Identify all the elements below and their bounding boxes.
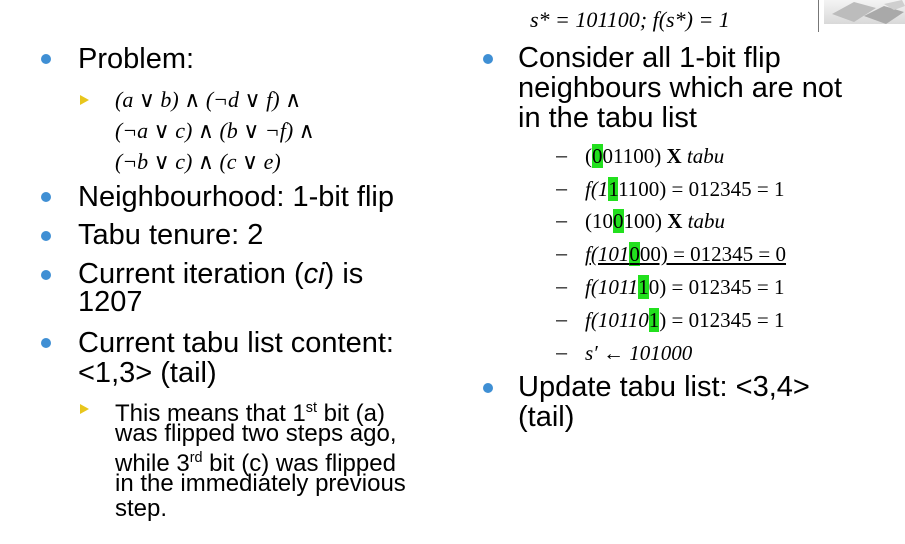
explain-line-1: This means that 1st bit (a) (115, 396, 385, 426)
dash-icon: – (556, 243, 568, 265)
arrow-bullet-icon (80, 95, 89, 105)
flipped-bit: 1 (648, 308, 660, 332)
row-part: 100) (623, 209, 668, 233)
update-line-2: (tail) (518, 401, 575, 433)
bullet-icon (41, 338, 51, 348)
bullet-icon (41, 192, 51, 202)
bullet-icon (41, 270, 51, 280)
row-part: 00) = 012345 = 0 (639, 242, 787, 266)
row-part: 0) = 012345 = 1 (648, 275, 785, 299)
tabu-list-label: Current tabu list content: (78, 327, 394, 359)
slide-thumbnail-image (824, 0, 905, 24)
flipped-bit: 0 (629, 242, 640, 266)
top-formula-pre: s* = 101100; (530, 7, 653, 32)
candidate-row-6: f(101101) = 012345 = 1 (585, 308, 784, 333)
candidate-row-3: (100100) X tabu (585, 209, 725, 234)
row-part: ( (585, 144, 592, 168)
iteration-post: ) is (324, 258, 364, 290)
consider-line-3: in the tabu list (518, 102, 697, 134)
row-part: ) = 012345 = 1 (659, 308, 785, 332)
neighbourhood-text: Neighbourhood: 1-bit flip (78, 181, 394, 213)
row-part: (10 (585, 209, 613, 233)
row-part: s′ ← 101000 (585, 341, 693, 365)
divider-line (818, 0, 819, 32)
row-part: 1100) = 012345 = 1 (618, 177, 785, 201)
bullet-icon (41, 231, 51, 241)
candidate-row-5: f(101110) = 012345 = 1 (585, 275, 784, 300)
flipped-bit: 0 (613, 209, 624, 233)
row-part: f(1 (585, 177, 609, 201)
explain-1b: bit (a) (316, 400, 385, 427)
candidate-row-2: f(111100) = 012345 = 1 (585, 177, 784, 202)
explain-line-4: in the immediately previous (115, 470, 406, 497)
explain-1sup: st (305, 400, 317, 416)
iteration-text: Current iteration (ci) is (78, 259, 363, 289)
problem-line-3: (¬b ∨ c) ∧ (c ∨ e) (115, 149, 281, 174)
row-part: f(1011 (585, 275, 639, 299)
update-line-1: Update tabu list: <3,4> (518, 371, 810, 403)
tabu-mark: X (667, 209, 688, 233)
dash-icon: – (556, 178, 568, 200)
problem-label: Problem: (78, 43, 195, 75)
dash-icon: – (556, 309, 568, 331)
dash-icon: – (556, 210, 568, 232)
row-part: 01100) (602, 144, 667, 168)
problem-line-1: (a ∨ b) ∧ (¬d ∨ f) ∧ (115, 87, 302, 112)
candidate-row-4: f(101000) = 012345 = 0 (585, 242, 786, 267)
iteration-pre: Current iteration ( (78, 258, 304, 290)
flipped-bit: 1 (608, 177, 619, 201)
bullet-icon (483, 54, 493, 64)
flipped-bit: 0 (592, 144, 603, 168)
explain-3sup: rd (189, 450, 203, 466)
tabu-mark: X (666, 144, 687, 168)
tabu-list-value: <1,3> (tail) (78, 357, 217, 389)
problem-line-2: (¬a ∨ c) ∧ (b ∨ ¬f) ∧ (115, 118, 315, 143)
top-formula-rest: (s*) = 1 (658, 7, 730, 32)
explain-line-5: step. (115, 495, 168, 522)
top-formula: s* = 101100; f(s*) = 1 (530, 4, 730, 35)
explain-3a: while 3 (115, 450, 190, 477)
flipped-bit: 1 (638, 275, 649, 299)
explain-1a: This means that 1 (115, 400, 306, 427)
consider-line-2: neighbours which are not (518, 72, 843, 104)
dash-icon: – (556, 342, 568, 364)
top-formula-f: f (652, 7, 659, 32)
tenure-text: Tabu tenure: 2 (78, 219, 264, 251)
iteration-abbr: ci (303, 258, 325, 290)
assignment-row: s′ ← 101000 (585, 341, 692, 366)
row-part: f(101 (585, 242, 630, 266)
dash-icon: – (556, 145, 568, 167)
tabu-word: tabu (686, 144, 725, 168)
consider-line-1: Consider all 1-bit flip (518, 42, 781, 74)
arrow-bullet-icon (80, 404, 89, 414)
dash-icon: – (556, 276, 568, 298)
tabu-word: tabu (687, 209, 726, 233)
row-part: f(10110 (585, 308, 649, 332)
bullet-icon (483, 383, 493, 393)
explain-line-2: was flipped two steps ago, (115, 420, 397, 447)
iteration-value: 1207 (78, 286, 143, 318)
explain-line-3: while 3rd bit (c) was flipped (115, 446, 396, 476)
bullet-icon (41, 54, 51, 64)
candidate-row-1: (001100) X tabu (585, 144, 724, 169)
explain-3b: bit (c) was flipped (202, 450, 396, 477)
